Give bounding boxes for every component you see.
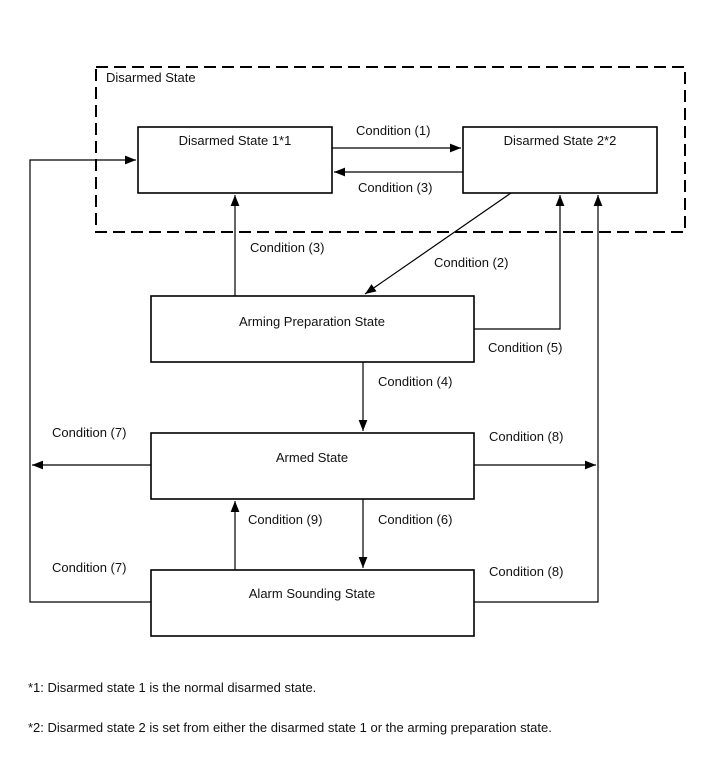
condition-9-label: Condition (9): [248, 512, 322, 527]
condition-5-label: Condition (5): [488, 340, 562, 355]
condition-2-label: Condition (2): [434, 255, 508, 270]
disarmed-state-1-label: Disarmed State 1*1: [179, 133, 292, 148]
disarmed-state-group: [95, 66, 686, 233]
footnote-2: *2: Disarmed state 2 is set from either …: [28, 720, 552, 735]
edge-condition-7-lower: [29, 155, 151, 603]
edge-condition-8-lower: [474, 195, 603, 603]
disarmed-state-1-box: [137, 126, 333, 194]
footnote-1: *1: Disarmed state 1 is the normal disar…: [28, 680, 317, 695]
condition-1-label: Condition (1): [356, 123, 430, 138]
disarmed-state-2-box: [462, 126, 658, 194]
armed-state-label: Armed State: [276, 450, 348, 465]
disarmed-state-group-label: Disarmed State: [106, 70, 196, 85]
alarm-sounding-state-box: [150, 569, 475, 637]
condition-4-label: Condition (4): [378, 374, 452, 389]
arming-preparation-state-label: Arming Preparation State: [239, 314, 385, 329]
edge-condition-5: [474, 195, 565, 330]
condition-7-upper-label: Condition (7): [52, 425, 126, 440]
condition-3-left-label: Condition (3): [250, 240, 324, 255]
alarm-sounding-state-label: Alarm Sounding State: [249, 586, 375, 601]
disarmed-state-2-label: Disarmed State 2*2: [504, 133, 617, 148]
armed-state-box: [150, 432, 475, 500]
condition-8-upper-label: Condition (8): [489, 429, 563, 444]
condition-8-lower-label: Condition (8): [489, 564, 563, 579]
edge-condition-2: [364, 192, 512, 295]
condition-6-label: Condition (6): [378, 512, 452, 527]
condition-7-lower-label: Condition (7): [52, 560, 126, 575]
condition-3-top-label: Condition (3): [358, 180, 432, 195]
arming-preparation-state-box: [150, 295, 475, 363]
